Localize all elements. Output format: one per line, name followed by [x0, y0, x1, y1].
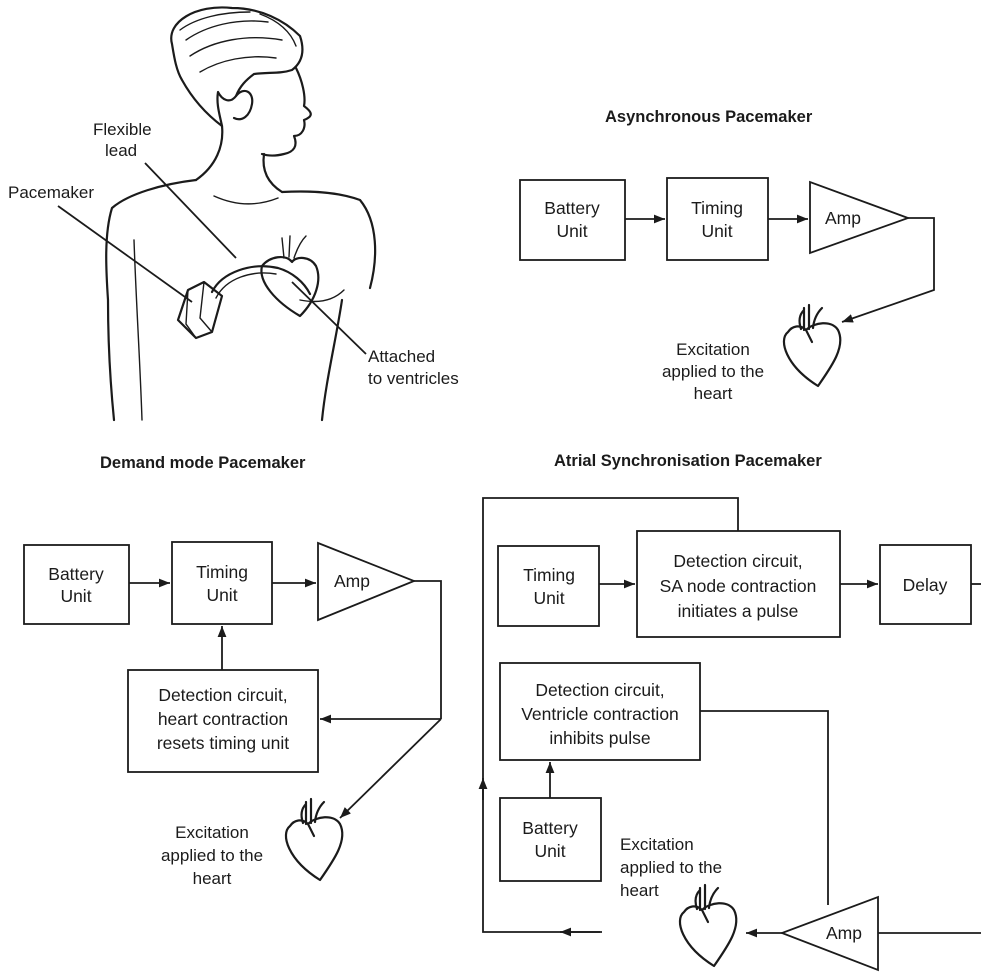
- async-amp-label: Amp: [825, 208, 861, 228]
- ear-icon: [232, 89, 254, 121]
- atrial-battery-box: [499, 797, 602, 882]
- demand-excitation-line1: Excitation: [175, 823, 249, 842]
- async-timing-line1: Timing: [691, 198, 743, 218]
- atrial-delay-label: Delay: [903, 575, 948, 595]
- pacemaker-device-icon: [176, 280, 224, 340]
- face-icon: [260, 66, 312, 157]
- atrial-battery-line2: Unit: [534, 841, 565, 861]
- atrial-timing-box: [497, 545, 600, 627]
- asynchronous-pacemaker: Asynchronous Pacemaker Battery Unit Timi…: [519, 108, 935, 403]
- demand-mode-pacemaker: Demand mode Pacemaker Battery Unit Timin…: [23, 454, 442, 888]
- demand-detection-line2: heart contraction: [158, 709, 288, 729]
- asynchronous-title: Asynchronous Pacemaker: [605, 108, 813, 126]
- async-excitation-line1: Excitation: [676, 340, 750, 359]
- atrial-excitation-line3: heart: [620, 881, 659, 900]
- atrial-excitation-line1: Excitation: [620, 835, 694, 854]
- attached-pointer: [291, 281, 367, 355]
- flexible-lead-label-line1: Flexible: [93, 120, 152, 139]
- async-heart-icon: [782, 303, 842, 388]
- demand-excitation-line3: heart: [193, 869, 232, 888]
- demand-amp-label: Amp: [334, 571, 370, 591]
- atrial-sa-detection-box: [636, 530, 841, 638]
- atrial-excitation-line2: applied to the: [620, 858, 722, 877]
- pacemaker-pointer: [57, 205, 193, 303]
- attached-label-line2: to ventricles: [368, 369, 459, 388]
- atrial-ventricle-detection-line2: Ventricle contraction: [521, 704, 679, 724]
- flexible-lead-icon: [210, 265, 312, 296]
- person-figure: [105, 6, 377, 422]
- demand-battery-line2: Unit: [60, 586, 91, 606]
- demand-timing-line2: Unit: [206, 585, 237, 605]
- atrial-amp-label: Amp: [826, 923, 862, 943]
- flexible-lead-label-line2: lead: [105, 141, 137, 160]
- demand-timing-line1: Timing: [196, 562, 248, 582]
- demand-detection-line3: resets timing unit: [157, 733, 289, 753]
- flexible-lead-pointer: [144, 162, 237, 259]
- async-battery-line1: Battery: [544, 198, 600, 218]
- atrial-battery-line1: Battery: [522, 818, 578, 838]
- hair-icon: [170, 6, 304, 128]
- atrial-sa-detection-line1: Detection circuit,: [673, 551, 802, 571]
- async-battery-box: [519, 179, 626, 261]
- atrial-delay-box: [879, 544, 972, 625]
- chest-heart-icon: [260, 256, 320, 318]
- demand-heart-icon: [284, 797, 344, 882]
- atrial-title: Atrial Synchronisation Pacemaker: [554, 452, 822, 470]
- atrial-top-loop-line: [482, 497, 739, 933]
- demand-detection-box: [127, 669, 319, 773]
- attached-label-line1: Attached: [368, 347, 435, 366]
- pacemaker-label: Pacemaker: [8, 183, 94, 202]
- atrial-timing-line2: Unit: [533, 588, 564, 608]
- demand-arrow-to-heart: [339, 718, 442, 819]
- async-timing-line2: Unit: [701, 221, 732, 241]
- demand-title: Demand mode Pacemaker: [100, 454, 306, 472]
- demand-battery-line1: Battery: [48, 564, 104, 584]
- atrial-sa-detection-line2: SA node contraction: [660, 576, 817, 596]
- demand-detection-line1: Detection circuit,: [158, 685, 287, 705]
- atrial-ventricle-detection-line3: inhibits pulse: [549, 728, 650, 748]
- demand-amp-triangle: [317, 541, 417, 622]
- atrial-ventricle-detection-output: [700, 710, 829, 905]
- demand-excitation-line2: applied to the: [161, 846, 263, 865]
- async-timing-box: [666, 177, 769, 261]
- demand-timing-box: [171, 541, 273, 625]
- async-arrow-amp-heart: [841, 217, 935, 323]
- atrial-sa-detection-line3: initiates a pulse: [678, 601, 799, 621]
- atrial-ventricle-detection-line1: Detection circuit,: [535, 680, 664, 700]
- async-amp-triangle: [809, 180, 911, 255]
- atrial-heart-icon: [678, 883, 738, 968]
- async-battery-line2: Unit: [556, 221, 587, 241]
- atrial-synchronisation-pacemaker: Atrial Synchronisation Pacemaker Timing …: [478, 452, 981, 972]
- async-excitation-line3: heart: [694, 384, 733, 403]
- demand-output-line: [414, 580, 442, 719]
- async-excitation-line2: applied to the: [662, 362, 764, 381]
- demand-battery-box: [23, 544, 130, 625]
- atrial-timing-line1: Timing: [523, 565, 575, 585]
